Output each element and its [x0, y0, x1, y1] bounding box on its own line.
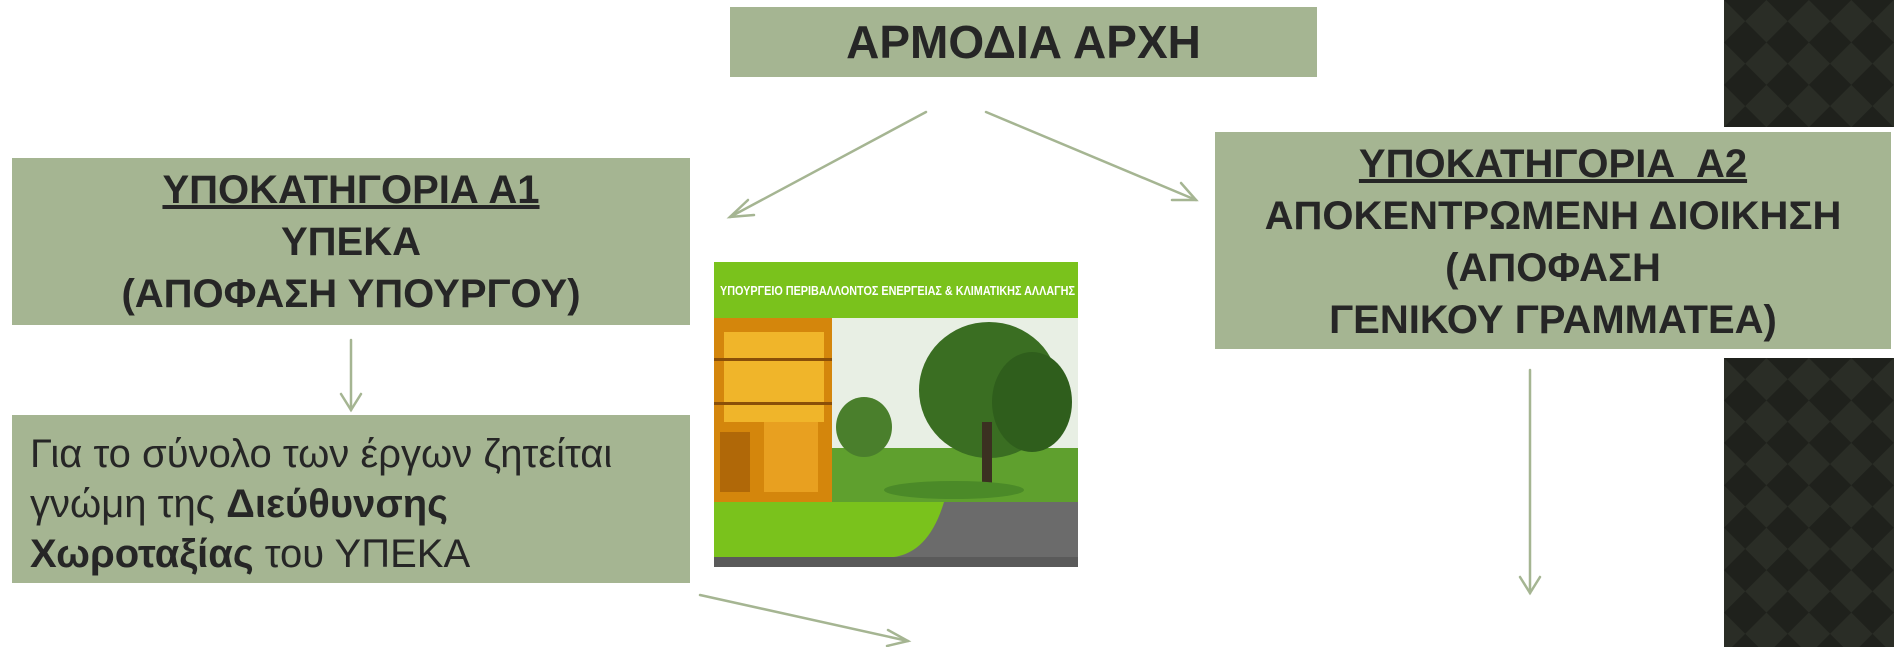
note-bold: Διεύθυνσης Χωροταξίας: [30, 482, 448, 576]
banner-text: ΥΠΟΥΡΓΕΙΟ ΠΕΡΙΒΑΛΛΟΝΤΟΣ ΕΝΕΡΓΕΙΑΣ & ΚΛΙΜ…: [720, 283, 1075, 298]
dark-pattern-panel-top: [1724, 0, 1894, 127]
a1-heading: ΥΠΟΚΑΤΗΓΟΡΙΑ Α1: [162, 168, 540, 212]
subcategory-a2-box: ΥΠΟΚΑΤΗΓΟΡΙΑ Α2 ΑΠΟΚΕΝΤΡΩΜΕΝΗ ΔΙΟΙΚΗΣΗ (…: [1215, 132, 1891, 349]
arrow-note-to-right: [698, 593, 912, 647]
arrow-a1-to-note: [339, 338, 363, 413]
a1-line-1: ΥΠΕΚΑ: [280, 220, 422, 264]
root-authority-box: ΑΡΜΟΔΙΑ ΑΡΧΗ: [730, 7, 1317, 77]
a2-line-3: ΓΕΝΙΚΟΥ ΓΡΑΜΜΑΤΕΑ): [1329, 298, 1777, 342]
root-title: ΑΡΜΟΔΙΑ ΑΡΧΗ: [846, 16, 1201, 68]
note-text-1: Για το σύνολο των έργων ζητείται γνώμη τ…: [30, 432, 613, 526]
dark-pattern-panel-bottom: [1724, 358, 1894, 647]
note-text-2: του ΥΠΕΚΑ: [253, 532, 471, 576]
ministry-photo: ΥΠΟΥΡΓΕΙΟ ΠΕΡΙΒΑΛΛΟΝΤΟΣ ΕΝΕΡΓΕΙΑΣ & ΚΛΙΜ…: [714, 262, 1078, 567]
a2-line-1: ΑΠΟΚΕΝΤΡΩΜΕΝΗ ΔΙΟΙΚΗΣΗ: [1264, 194, 1842, 238]
note-box: Για το σύνολο των έργων ζητείται γνώμη τ…: [12, 415, 690, 583]
subcategory-a1-box: ΥΠΟΚΑΤΗΓΟΡΙΑ Α1 ΥΠΕΚΑ (ΑΠΟΦΑΣΗ ΥΠΟΥΡΓΟΥ): [12, 158, 690, 325]
arrow-root-to-a2: [984, 110, 1199, 202]
a2-heading: ΥΠΟΚΑΤΗΓΟΡΙΑ Α2: [1358, 142, 1748, 186]
arrow-root-to-a1: [726, 110, 928, 219]
banner-bar: [714, 262, 1078, 318]
a1-line-2: (ΑΠΟΦΑΣΗ ΥΠΟΥΡΓΟΥ): [121, 272, 581, 316]
arrow-a2-down: [1518, 368, 1542, 596]
a2-line-2: (ΑΠΟΦΑΣΗ: [1445, 246, 1661, 290]
